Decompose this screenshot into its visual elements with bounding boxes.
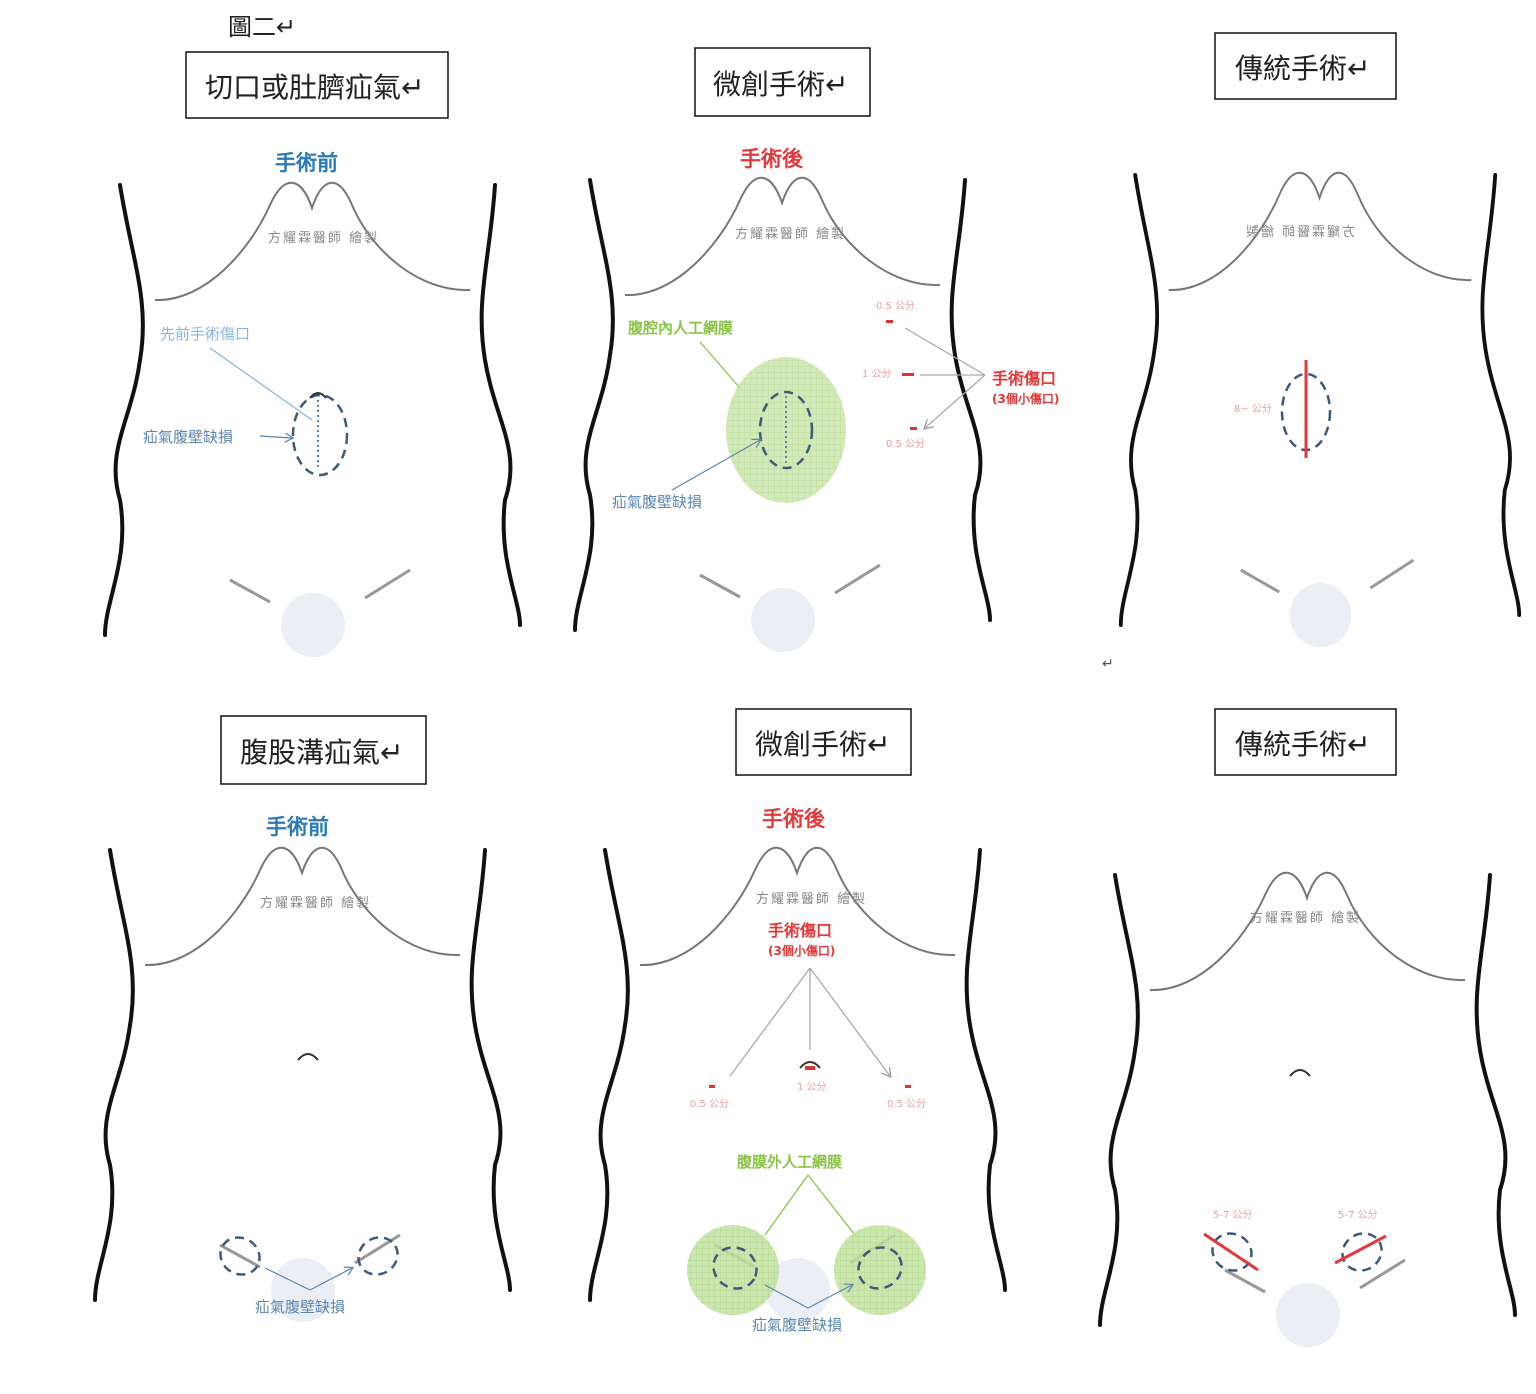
hernia-defect-outline [758,390,814,470]
mesh-patch-right [834,1225,926,1315]
hernia-defect-label: 疝氣腹壁缺損 [255,1298,345,1316]
port-size-left: 0.5 公分 [690,1098,729,1110]
wound-sublabel: (3個小傷口) [992,391,1059,406]
hernia-defect-left [1211,1232,1253,1272]
pointer-arrow [671,440,760,491]
panel-title: 傳統手術↵ [1235,52,1370,85]
hernia-defect-left [219,1236,261,1276]
hernia-defect-right [357,1236,399,1276]
watermark-mirrored: 方耀霖醫師 繪製 [1244,224,1355,240]
panel-title: 微創手術↵ [755,728,890,761]
port-incision [805,1066,815,1070]
title-box [1214,32,1397,100]
watermark: 方耀霖醫師 繪製 [756,891,867,907]
pointer-line [209,347,313,421]
incision-size-label: 8~ 公分 [1234,403,1272,415]
hernia-defect-label: 疝氣腹壁缺損 [612,493,702,511]
port-size-middle: 1 公分 [862,368,892,380]
figure-label: 圖二↵ [228,13,296,41]
watermark: 方耀霖醫師 繪製 [735,226,846,242]
port-incision [886,320,893,323]
watermark: 方耀霖醫師 繪製 [268,230,379,246]
port-incision [709,1085,715,1088]
port-incision [905,1085,911,1088]
port-size-center: 1 公分 [797,1081,827,1093]
mesh-patch-left [687,1225,779,1315]
port-size-top: 0.5 公分 [876,300,915,312]
panel-umbilical-traditional: 傳統手術↵ 方耀霖醫師 繪製 8~ 公分 [1118,32,1522,650]
wound-arrows [904,327,986,428]
torso-outline [93,845,512,1324]
pre-op-label: 手術前 [275,151,338,175]
panel-title: 微創手術↵ [713,68,848,101]
incision-line-left [1203,1232,1259,1272]
panel-title: 腹股溝疝氣↵ [240,736,403,769]
hernia-defect-left [712,1246,758,1290]
wound-arrows [729,967,890,1076]
panel-title: 傳統手術↵ [1235,728,1370,761]
torso-outline [1098,870,1517,1349]
navel-icon [309,392,327,399]
wound-sublabel: (3個小傷口) [768,943,835,958]
panel-inguinal-pre: 腹股溝疝氣↵ 手術前 方耀霖醫師 繪製 疝氣腹壁缺損 [93,715,512,1324]
mesh-patch [726,357,846,503]
panel-inguinal-laparoscopic: 微創手術↵ 手術後 方耀霖醫師 繪製 手術傷口 (3個小傷口) 0.5 公分 1… [588,708,1007,1334]
title-box [185,51,449,119]
title-box [1214,708,1397,776]
wound-label: 手術傷口 [768,921,832,940]
torso-outline [1118,170,1522,650]
pointer-arrows [764,1285,852,1309]
wound-label: 手術傷口 [992,369,1056,388]
pointer-line [699,341,741,389]
post-op-label: 手術後 [762,807,826,831]
hernia-defect-outline [291,393,349,477]
title-box [735,708,912,776]
port-incision [910,427,917,430]
mesh-arrows [764,1174,856,1236]
navel-icon [799,1061,821,1069]
hernia-defect-right [1341,1232,1383,1272]
navel-icon [1289,1069,1311,1077]
panel-umbilical-pre: 切口或肚臍疝氣↵ 手術前 方耀霖醫師 繪製 先前手術傷口 疝氣腹壁缺損 [103,51,522,660]
hernia-defect-label: 疝氣腹壁缺損 [752,1316,842,1334]
incision-line-right [1334,1234,1387,1265]
mesh-label: 腹腔內人工網膜 [628,319,733,337]
hernia-defect-right [857,1246,903,1290]
mesh-label: 腹膜外人工網膜 [737,1153,842,1171]
previous-wound-label: 先前手術傷口 [160,325,250,343]
torso-outline [103,180,522,660]
navel-icon [297,1053,319,1061]
panel-title: 切口或肚臍疝氣↵ [205,71,424,104]
port-size-right: 0.5 公分 [887,1098,926,1110]
title-box [220,715,427,785]
hernia-defect-label: 疝氣腹壁缺損 [143,428,233,446]
pre-op-label: 手術前 [266,815,329,839]
pointer-arrows [264,1268,352,1291]
pointer-arrow [259,436,292,438]
port-size-bottom: 0.5 公分 [886,438,925,450]
paragraph-mark: ↵ [1102,656,1114,672]
post-op-label: 手術後 [740,147,804,171]
incision-size-right: 5-7 公分 [1338,1209,1378,1221]
incision-size-left: 5-7 公分 [1213,1209,1253,1221]
panel-umbilical-laparoscopic: 微創手術↵ 手術後 方耀霖醫師 繪製 腹腔內人工網膜 疝氣腹壁缺損 0.5 公分… [573,47,1059,655]
watermark: 方耀霖醫師 繪製 [1250,910,1361,926]
panel-inguinal-traditional: 傳統手術↵ 方耀霖醫師 繪製 5-7 公分 5-7 公分 [1098,708,1517,1349]
port-incision [902,373,914,376]
watermark: 方耀霖醫師 繪製 [260,895,371,911]
title-box [694,47,871,117]
